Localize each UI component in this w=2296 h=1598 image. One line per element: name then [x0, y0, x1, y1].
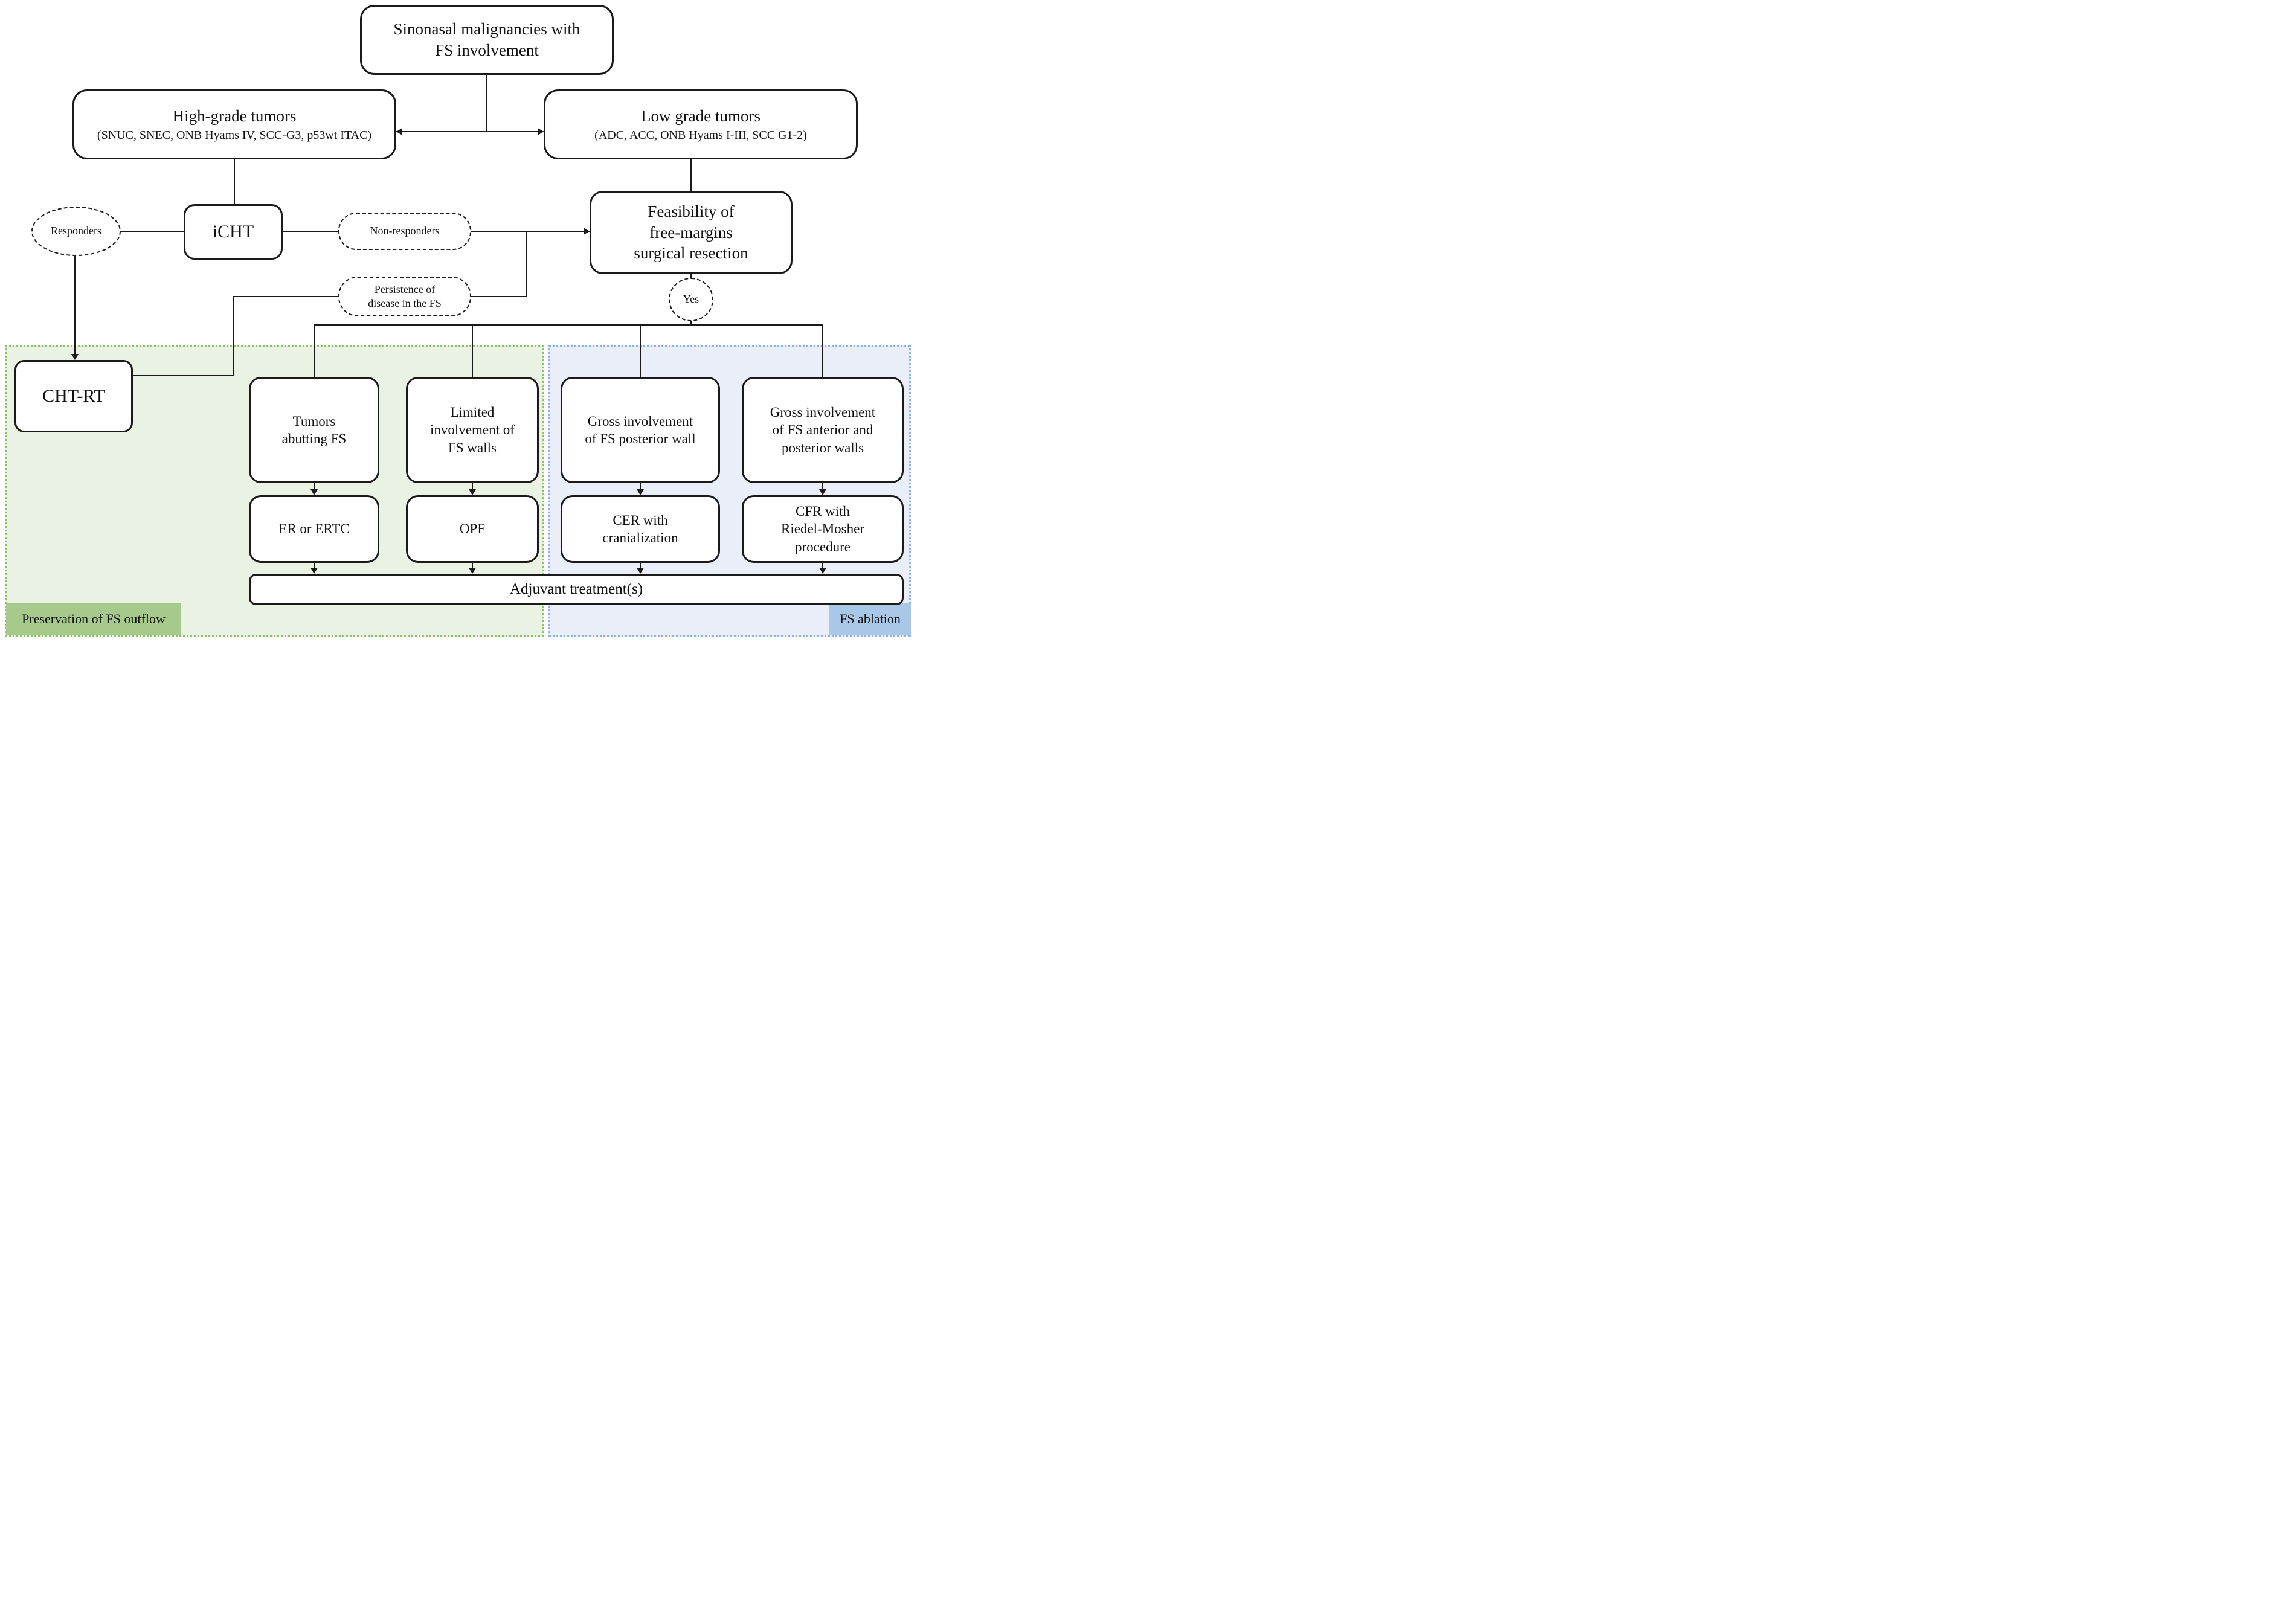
- node-cer-cranialization: CER with cranialization: [561, 495, 720, 563]
- connector-tumors-er: [314, 483, 315, 491]
- connector-highgrade-icht: [234, 159, 235, 204]
- connector-icht-nonresponders: [283, 231, 338, 232]
- connector-opf-adjuvant: [472, 563, 473, 569]
- connector-to-chtrt: [133, 375, 233, 376]
- node-subtitle: (SNUC, SNEC, ONB Hyams IV, SCC-G3, p53wt…: [97, 128, 372, 142]
- arrow-down-icon: [310, 489, 318, 495]
- node-limited-involvement: Limited involvement of FS walls: [406, 377, 539, 483]
- connector-lowgrade-feasibility: [690, 159, 692, 191]
- connector-limited-opf: [472, 483, 473, 491]
- connector-yes-branch: [690, 321, 692, 325]
- node-high-grade-tumors: High-grade tumors (SNUC, SNEC, ONB Hyams…: [72, 89, 396, 159]
- region-label-preservation: Preservation of FS outflow: [6, 603, 181, 635]
- arrow-down-icon: [469, 568, 476, 574]
- node-low-grade-tumors: Low grade tumors (ADC, ACC, ONB Hyams I-…: [544, 89, 858, 159]
- arrow-down-icon: [310, 568, 318, 574]
- node-gross-anterior-posterior-walls: Gross involvement of FS anterior and pos…: [742, 377, 904, 483]
- node-title: High-grade tumors: [172, 107, 297, 126]
- node-yes: Yes: [669, 278, 713, 321]
- node-persistence: Persistence of disease in the FS: [338, 277, 471, 316]
- region-label-fs-ablation: FS ablation: [829, 603, 911, 635]
- node-subtitle: (ADC, ACC, ONB Hyams I-III, SCC G1-2): [594, 128, 807, 142]
- connector-branch-tumors: [314, 325, 315, 377]
- node-er-or-ertc: ER or ERTC: [249, 495, 379, 563]
- connector-persistence-left: [233, 296, 338, 297]
- connector-branch-horizontal: [314, 324, 823, 326]
- node-responders: Responders: [31, 207, 121, 256]
- node-non-responders: Non-responders: [338, 213, 471, 250]
- connector-persistence-up: [526, 231, 527, 297]
- node-opf: OPF: [406, 495, 539, 563]
- connector-antpost-cfr: [822, 483, 823, 491]
- node-gross-posterior-wall: Gross involvement of FS posterior wall: [561, 377, 720, 483]
- connector-split-horizontal: [396, 131, 544, 132]
- connector-branch-posterior: [640, 325, 641, 377]
- flowchart-canvas: Preservation of FS outflow FS ablation S…: [0, 0, 918, 639]
- connector-branch-antpost: [822, 325, 823, 377]
- node-title: Low grade tumors: [641, 107, 761, 126]
- node-cht-rt: CHT-RT: [14, 360, 133, 432]
- arrow-down-icon: [637, 568, 644, 574]
- connector-responders-icht: [121, 231, 184, 232]
- connector-er-adjuvant: [314, 563, 315, 569]
- arrow-down-icon: [819, 568, 826, 574]
- arrow-left-icon: [396, 128, 402, 135]
- connector-persistence-right: [471, 296, 527, 297]
- connector-nonresponders-feasibility: [471, 231, 590, 232]
- arrow-right-icon: [584, 228, 590, 235]
- arrow-right-icon: [538, 128, 544, 135]
- arrow-down-icon: [469, 489, 476, 495]
- connector-feasibility-yes: [690, 274, 692, 278]
- node-adjuvant-treatments: Adjuvant treatment(s): [249, 574, 904, 605]
- node-feasibility: Feasibility of free-margins surgical res…: [590, 191, 793, 274]
- connector-cfr-adjuvant: [822, 563, 823, 569]
- node-cfr-riedel-mosher: CFR with Riedel-Mosher procedure: [742, 495, 904, 563]
- node-root: Sinonasal malignancies with FS involveme…: [360, 5, 614, 75]
- arrow-down-icon: [637, 489, 644, 495]
- arrow-down-icon: [819, 489, 826, 495]
- node-icht: iCHT: [184, 204, 283, 260]
- arrow-down-icon: [71, 354, 79, 360]
- connector-posterior-cer: [640, 483, 641, 491]
- connector-cer-adjuvant: [640, 563, 641, 569]
- connector-responders-chtrt: [74, 256, 76, 355]
- node-tumors-abutting-fs: Tumors abutting FS: [249, 377, 379, 483]
- connector-root-split: [486, 75, 487, 132]
- connector-persistence-down: [233, 297, 234, 376]
- connector-branch-limited: [472, 325, 473, 377]
